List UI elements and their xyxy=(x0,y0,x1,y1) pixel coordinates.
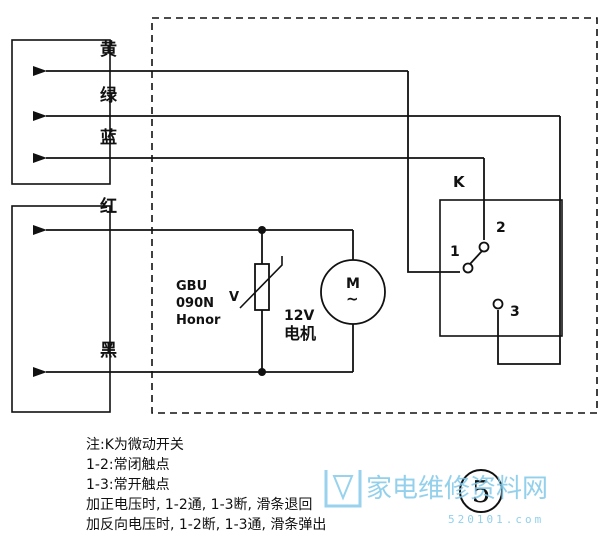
note-line-1: 注:K为微动开关 xyxy=(86,437,184,453)
motor-tilde: ~ xyxy=(346,290,359,308)
label-yellow: 黄 xyxy=(100,39,117,60)
watermark-text: 家电维修资料网 xyxy=(366,474,548,504)
note-line-3: 1-3:常开触点 xyxy=(86,477,170,493)
contact-1 xyxy=(462,262,474,274)
connector-top xyxy=(11,39,111,185)
dashed-enclosure xyxy=(151,17,598,414)
pin-3-label: 3 xyxy=(510,304,520,320)
pin-2-label: 2 xyxy=(496,220,506,236)
varistor-line2: 090N xyxy=(176,296,214,311)
label-blue: 蓝 xyxy=(100,128,117,148)
varistor-body xyxy=(254,263,270,311)
note-line-5: 加反向电压时, 1-2断, 1-3通, 滑条弹出 xyxy=(86,516,326,533)
note-line-2: 1-2:常闭触点 xyxy=(86,457,170,473)
watermark-url: 520101.com xyxy=(448,513,544,526)
watermark-logo xyxy=(324,470,362,508)
switch-blade xyxy=(469,250,483,265)
varistor-slash xyxy=(239,256,283,309)
figure-number-circle xyxy=(459,469,503,513)
connector-bottom xyxy=(11,205,111,413)
note-line-4: 加正电压时, 1-2通, 1-3断, 滑条退回 xyxy=(86,496,312,513)
motor-name: 电机 xyxy=(284,324,316,343)
varistor-line1: GBU xyxy=(176,279,207,294)
motor-letter: M xyxy=(346,276,360,292)
varistor-line3: Honor xyxy=(176,313,221,328)
motor-symbol xyxy=(320,259,386,325)
label-red: 红 xyxy=(100,196,117,217)
figure-number: 5 xyxy=(471,475,490,510)
varistor-symbol: V xyxy=(229,290,239,305)
pin-1-label: 1 xyxy=(450,244,460,260)
switch-name: K xyxy=(453,173,466,191)
label-black: 黑 xyxy=(100,341,117,361)
switch-box xyxy=(439,199,563,337)
wire-yellow xyxy=(407,71,460,273)
label-green: 绿 xyxy=(100,85,118,106)
wire-green xyxy=(497,116,561,365)
motor-voltage: 12V xyxy=(284,308,314,324)
contact-2 xyxy=(478,241,490,253)
contact-3 xyxy=(492,298,504,310)
